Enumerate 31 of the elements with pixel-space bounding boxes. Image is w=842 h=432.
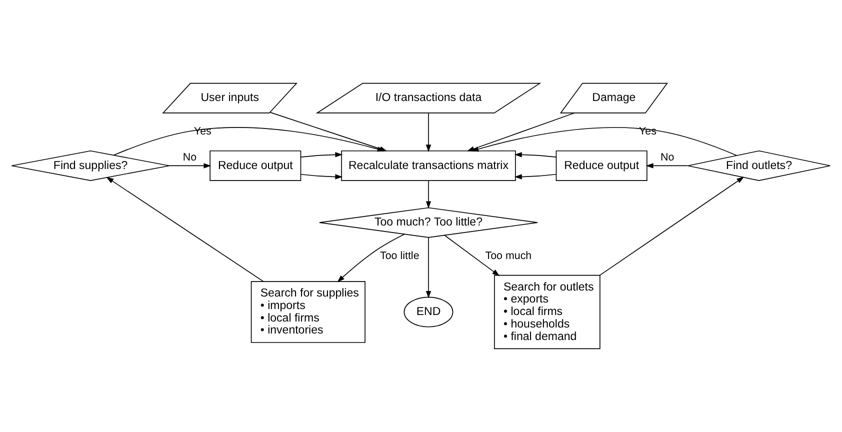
node-ellipse: END [404,296,454,328]
node-box: Recalculate transactions matrix [341,150,516,181]
arrow [599,176,744,276]
edge-label: No [182,151,197,164]
arrow [471,127,738,156]
arrow [426,237,432,298]
node-box: Reduce output [210,150,302,181]
edge-label: Too little [380,250,420,262]
arrow [444,234,500,276]
node-diamond: Find supplies? [11,150,170,181]
node-diamond: Find outlets? [687,150,831,181]
arrow [514,152,556,158]
arrow [300,152,343,158]
node-diamond: Too much? Too little? [319,207,538,238]
edge-label: Yes [194,126,212,138]
arrow [466,112,575,152]
arrow [426,180,432,209]
arrow [300,174,343,180]
arrow [113,127,385,156]
arrow [106,176,264,282]
arrow [514,174,556,180]
node-box: Reduce output [556,150,648,181]
edge-label: Yes [639,126,656,138]
arrow [426,112,432,152]
node-box: Search for supplies • imports • local firms • inventories [250,281,366,343]
arrow [337,234,405,282]
node-box: Search for outlets • exports • local firms • households • final demand [494,274,600,350]
arrow [646,163,688,168]
edge-label: Too much [485,250,532,262]
arrow [168,163,212,168]
edge-label: No [660,151,674,164]
